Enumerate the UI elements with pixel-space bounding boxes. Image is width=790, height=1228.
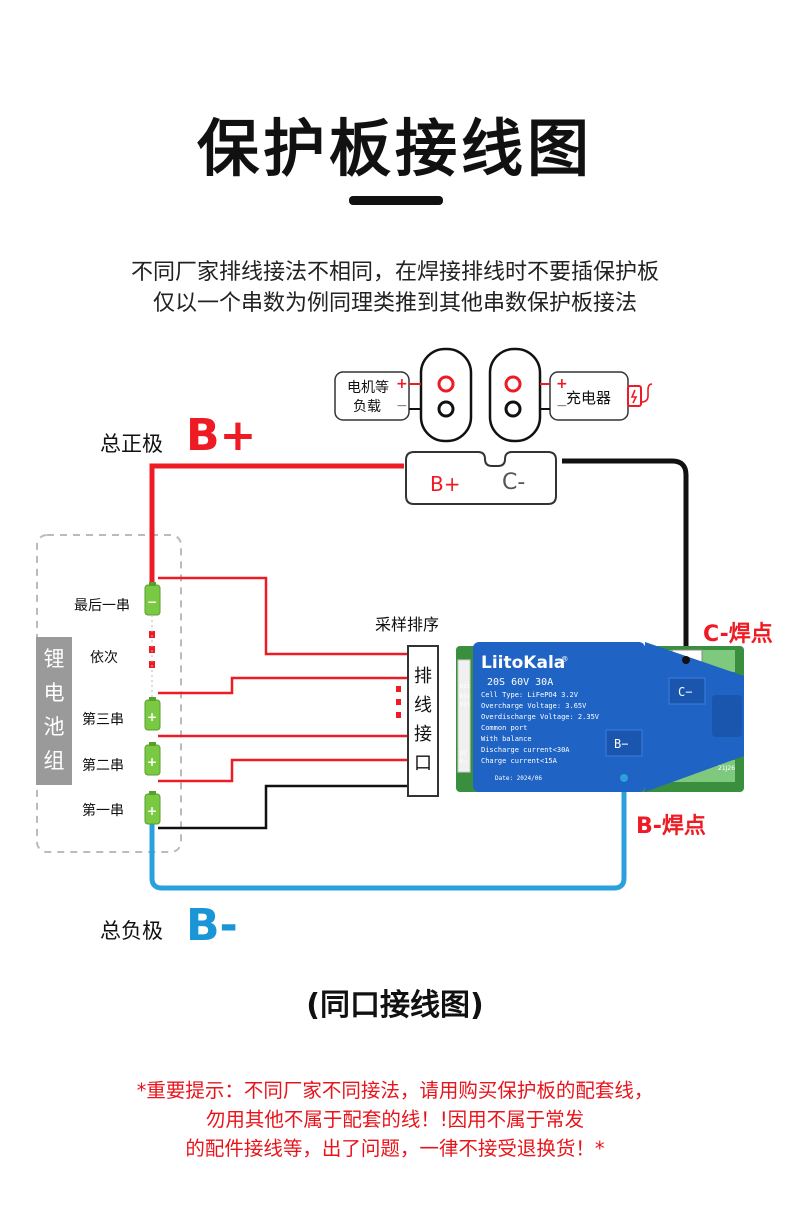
load-positive-pin [437,375,455,393]
bms-pin-3: B13 [460,702,470,708]
bms-detail-5: With balance [481,735,532,743]
bms-pad-c: C− [678,685,692,699]
ribbon-connector [407,645,439,797]
c-weld-dot [682,656,690,664]
load-minus-sign: − [396,398,408,414]
cell-label-sequence: 依次 [90,650,118,666]
bms-pin-1: B15 [460,684,470,690]
sampling-wire-second [158,758,408,783]
warning-note-3: 的配件接线等，出了问题，一律不接受退换货！* [185,1137,605,1160]
charger-icon [627,383,653,407]
bms-detail-4: Common port [481,724,527,732]
cell-label-first: 第一串 [82,803,124,819]
cell-label-second: 第二串 [82,758,124,774]
cell-third [144,697,161,731]
b-weld-dot [620,774,628,782]
cell-label-third: 第三串 [82,712,124,728]
load-label-2: 负载 [353,399,381,415]
bms-pad-b: B− [614,737,628,751]
sampling-wire-next [158,676,408,695]
b-weld-point-label: B-焊点 [636,814,706,839]
total-positive-wire [149,463,404,591]
bms-detail-2: Overcharge Voltage: 3.65V [481,702,587,710]
charger-connector [488,347,542,443]
diagram-caption: (同口接线图) [306,988,484,1023]
charger-negative-pin [504,400,522,418]
bms-detail-6: Discharge current<30A [481,746,570,754]
title-underline [349,196,443,205]
battery-group-tab [36,637,72,785]
total-positive-symbol: B+ [186,410,257,461]
load-label-1: 电机等 [347,380,389,396]
bms-pin-2: B14 [460,694,470,700]
bms-pin-4: B1 [460,751,467,757]
subtitle-line-1: 不同厂家排线接法不相同，在焊接排线时不要插保护板 [130,260,659,285]
cell-second [144,742,161,776]
terminal-b-plus: B+ [430,472,461,496]
page-title: 保护板接线图 [196,112,593,185]
svg-text:+: + [147,710,157,724]
load-box [334,371,410,421]
terminal-c-minus: C- [502,470,526,495]
connector-label: 排 线 接 口 [414,666,432,774]
battery-group-label: 锂 电 池 组 [43,647,65,773]
sampling-wire-first [158,784,408,830]
charger-label: 充电器 [566,389,612,407]
total-negative-wire [149,780,627,891]
sampling-wire-last [158,576,408,656]
subtitle-line-2: 仅以一个串数为例同理类推到其他串数保护板接法 [152,291,637,316]
total-negative-symbol: B- [186,900,238,951]
total-negative-label: 总负极 [100,919,163,943]
bms-detail-7: Charge current<15A [481,757,558,765]
sampling-label: 采样排序 [375,615,440,634]
c-weld-point-label: C-焊点 [703,622,773,647]
bms-spec: 20S 60V 30A [487,677,553,688]
bms-detail-1: Cell Type: LiFePO4 3.2V [481,691,579,699]
bms-brand: LiitoKala [481,653,565,673]
total-positive-label: 总正极 [100,432,163,456]
bms-registered: ® [562,655,568,665]
warning-note-2: 勿用其他不属于配套的线！!因用不属于常发 [205,1108,585,1131]
output-terminal-housing [405,451,557,505]
bms-code: 21J26 [718,765,735,772]
bms-pin-5: B− [460,759,468,765]
load-negative-pin [437,400,455,418]
bms-board [456,642,744,792]
load-connector [419,347,473,443]
cell-ellipsis [149,631,155,668]
load-plus-sign: + [396,376,408,392]
svg-text:−: − [147,595,157,609]
bms-date: Date: 2024/06 [495,775,542,782]
svg-text:+: + [147,804,157,818]
charge-negative-wire [562,458,689,658]
svg-text:+: + [147,755,157,769]
charger-minus-sign: − [556,398,568,414]
cell-label-last: 最后一串 [74,598,130,614]
bms-detail-3: Overdischarge Voltage: 2.35V [481,713,600,721]
warning-note-1: *重要提示：不同厂家不同接法，请用购买保护板的配套线， [136,1079,654,1102]
charger-plus-sign: + [556,376,568,392]
connector-dots [396,686,401,718]
cell-first [144,791,161,825]
charger-positive-pin [504,375,522,393]
